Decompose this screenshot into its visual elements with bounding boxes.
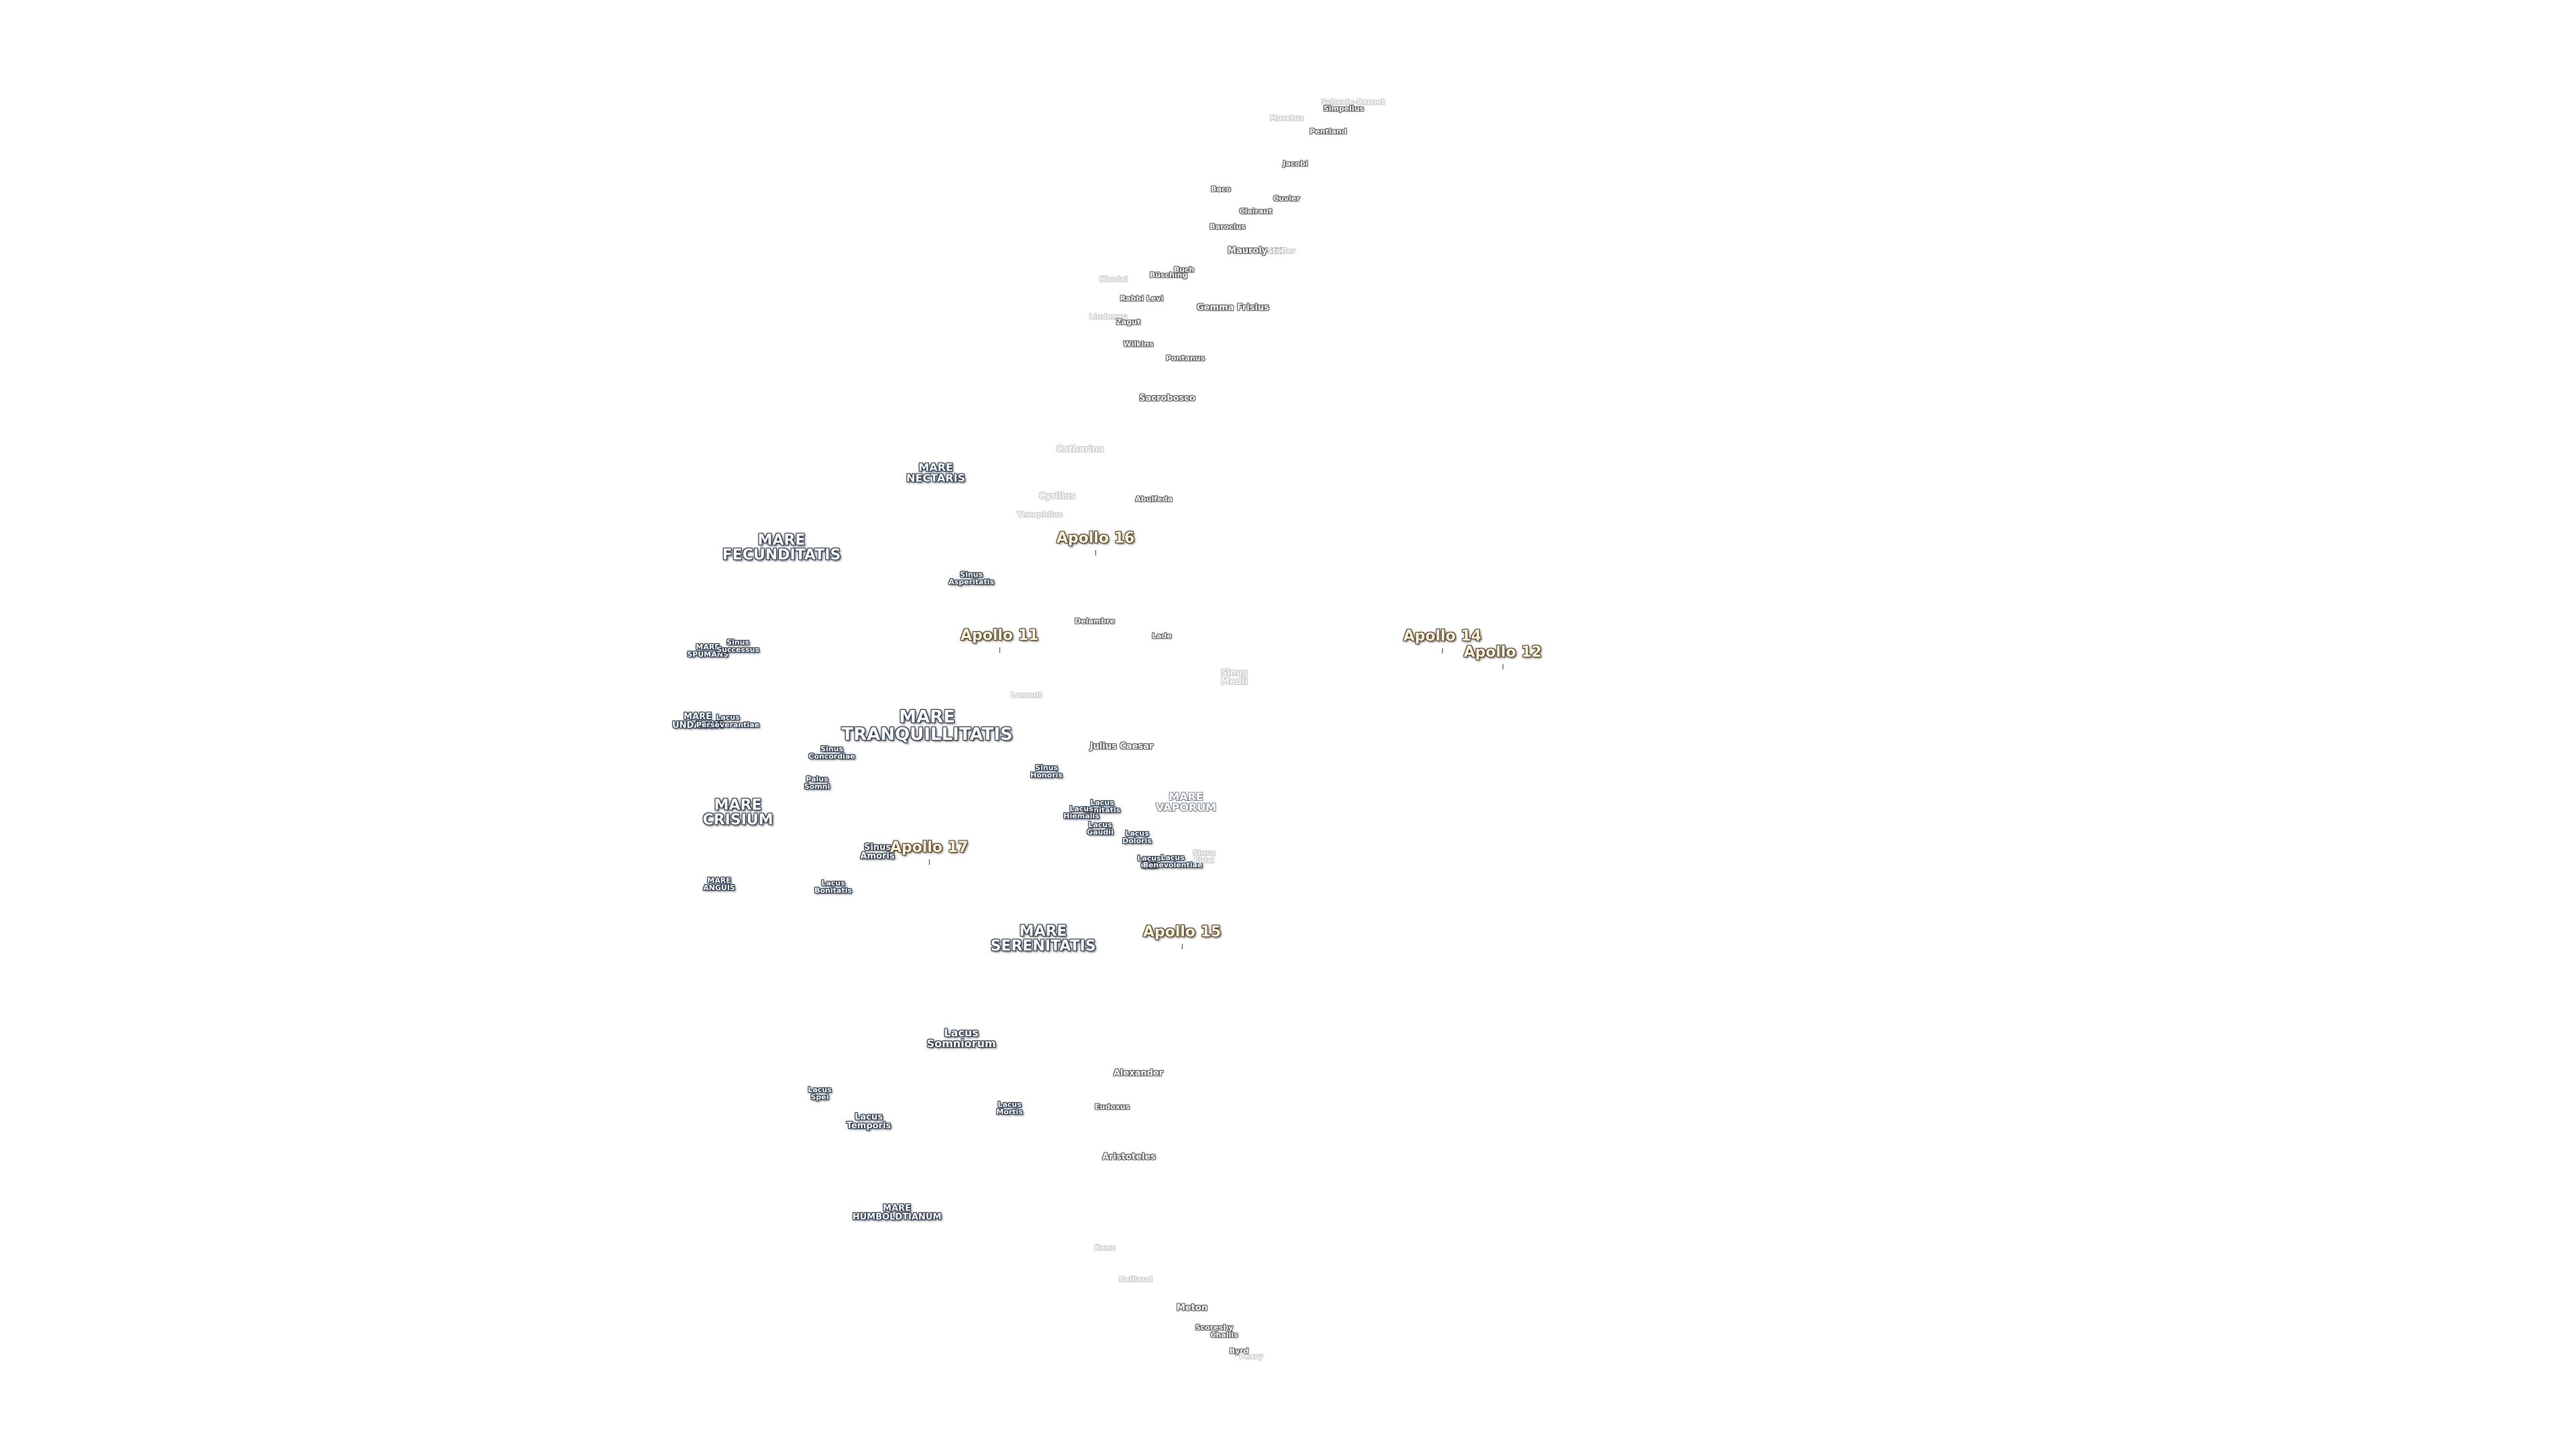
crater-label-aristoteles: Aristoteles [1102,1152,1156,1163]
crater-label-byrd: Byrd [1229,1346,1249,1356]
lake-label-lacus-odii: Lacus Odii [1137,854,1161,870]
crater-label-jacobi: Jacobi [1283,159,1308,168]
mare-label-mare-vaporum: MARE VAPORUM [1155,790,1217,814]
palus-label-palus-somni: Palus Somni [804,775,830,791]
mare-label-mare-humboldtianum: MARE HUMBOLDTIANUM [852,1203,942,1222]
lake-label-lacus-perseverantiae: Lacus Perseverantiae [696,713,760,729]
crater-label-lade: Lade [1152,631,1172,641]
mare-label-mare-anguis: MARE ANGUIS [703,876,735,892]
crater-label-b-sching: Büsching [1149,270,1188,280]
crater-label-wilkins: Wilkins [1123,339,1154,349]
crater-label-gemma-frisius: Gemma Frisius [1197,303,1269,313]
crater-label-pentland: Pentland [1309,127,1347,136]
crater-label-clairaut: Clairaut [1239,207,1273,216]
landing-site-label-apollo-12[interactable]: Apollo 12 [1463,644,1542,669]
mare-label-mare-undarum: MARE UNDARUM [672,712,723,731]
lake-label-lacus-gaudii: Lacus Gaudii [1087,820,1114,837]
sinus-label-sinus-fidei: Sinus Fidei [1193,849,1216,865]
crater-label-buch: Buch [1173,265,1195,274]
crater-label-nicolai: Nicolai [1099,274,1128,284]
mare-label-mare-crisium: MARE CRISIUM [702,797,773,828]
crater-label-eudoxus: Eudoxus [1094,1102,1130,1112]
lake-label-lacus-temporis: Lacus Temporis [846,1112,892,1131]
crater-label-challis: Challis [1210,1330,1238,1340]
crater-label-cuvier: Cuvier [1273,194,1300,203]
mare-label-mare-spumans: MARE SPUMANS [687,643,729,659]
sinus-label-sinus-medii: Sinus Medii [1220,668,1248,687]
crater-label-kane: Kane [1094,1243,1116,1252]
landing-site-label-apollo-17[interactable]: Apollo 17 [890,839,969,865]
crater-label-abulfeda: Abulfeda [1135,494,1173,504]
lake-label-lacus-mortis: Lacus Mortis [996,1100,1023,1116]
crater-label-alexander: Alexander [1113,1068,1164,1079]
crater-label-theophilus: Theophilus [1017,510,1063,519]
lake-label-lacus-spei: Lacus Spei [808,1085,832,1102]
sinus-label-sinus-asperitatis: Sinus Asperitatis [949,570,994,586]
crater-label-peary: Peary [1239,1352,1263,1361]
crater-label-meton: Meton [1176,1303,1208,1313]
lake-label-lacus-lenitatis: Lacus Lenitatis [1083,798,1121,814]
mare-label-mare-tranquillitatis: MARE TRANQUILLITATIS [841,707,1013,745]
landing-site-label-apollo-14[interactable]: Apollo 14 [1403,628,1482,653]
lake-label-lacus-bonitatis: Lacus Bonitatis [814,879,852,895]
mare-label-mare-fecunditatis: MARE FECUNDITATIS [722,532,841,564]
lake-label-lacus-somniorum: Lacus Somniorum [926,1026,996,1050]
crater-label-rabbi-levi: Rabbi Levi [1120,294,1164,303]
crater-label-lindenau: Lindenau [1089,312,1128,321]
lake-label-lacus-benevolentiae: Lacus Benevolentiae [1142,853,1203,869]
lake-label-lacus-hiemalis: Lacus Hiemalis [1063,804,1099,820]
sinus-label-sinus-amoris: Sinus Amoris [860,843,895,861]
landing-site-label-apollo-15[interactable]: Apollo 15 [1142,924,1222,949]
crater-label-catharina: Catharina [1056,444,1104,455]
sinus-label-sinus-concordiae: Sinus Concordiae [808,745,855,761]
crater-label-scoresby: Scoresby [1195,1323,1234,1332]
landing-site-label-apollo-16[interactable]: Apollo 16 [1056,530,1135,555]
mare-label-mare-serenitatis: MARE SERENITATIS [990,923,1096,955]
crater-label-moretus: Moretus [1269,113,1304,123]
sinus-label-sinus-successus: Sinus Successus [716,638,759,654]
crater-label-julius-caesar: Julius Caesar [1089,741,1154,752]
crater-label-zagut: Zagut [1116,317,1141,327]
crater-label-cyrillus: Cyrillus [1038,491,1076,502]
lake-label-lacus-doloris: Lacus Doloris [1122,829,1152,845]
crater-label-st-fler: Stöfler [1267,246,1295,256]
crater-label-baco: Baco [1211,184,1231,194]
crater-label-barocius: Barocius [1210,222,1246,231]
crater-label-lamont: Lamont [1010,690,1042,700]
crater-label-delambre: Delambre [1074,616,1116,626]
landing-site-label-apollo-11[interactable]: Apollo 11 [960,627,1039,653]
crater-label-baillaud: Baillaud [1118,1275,1153,1284]
crater-label-scheele-bernet: Scheele-Bernet [1321,97,1385,107]
mare-label-mare-nectaris: MARE NECTARIS [906,461,965,484]
crater-label-pontanus: Pontanus [1165,354,1205,363]
crater-label-maurolycus: Maurolycus [1228,246,1284,256]
sinus-label-sinus-honoris: Sinus Honoris [1030,763,1063,780]
crater-label-sacrobosco: Sacrobosco [1139,393,1195,404]
crater-label-simpelius: Simpelius [1323,104,1364,113]
